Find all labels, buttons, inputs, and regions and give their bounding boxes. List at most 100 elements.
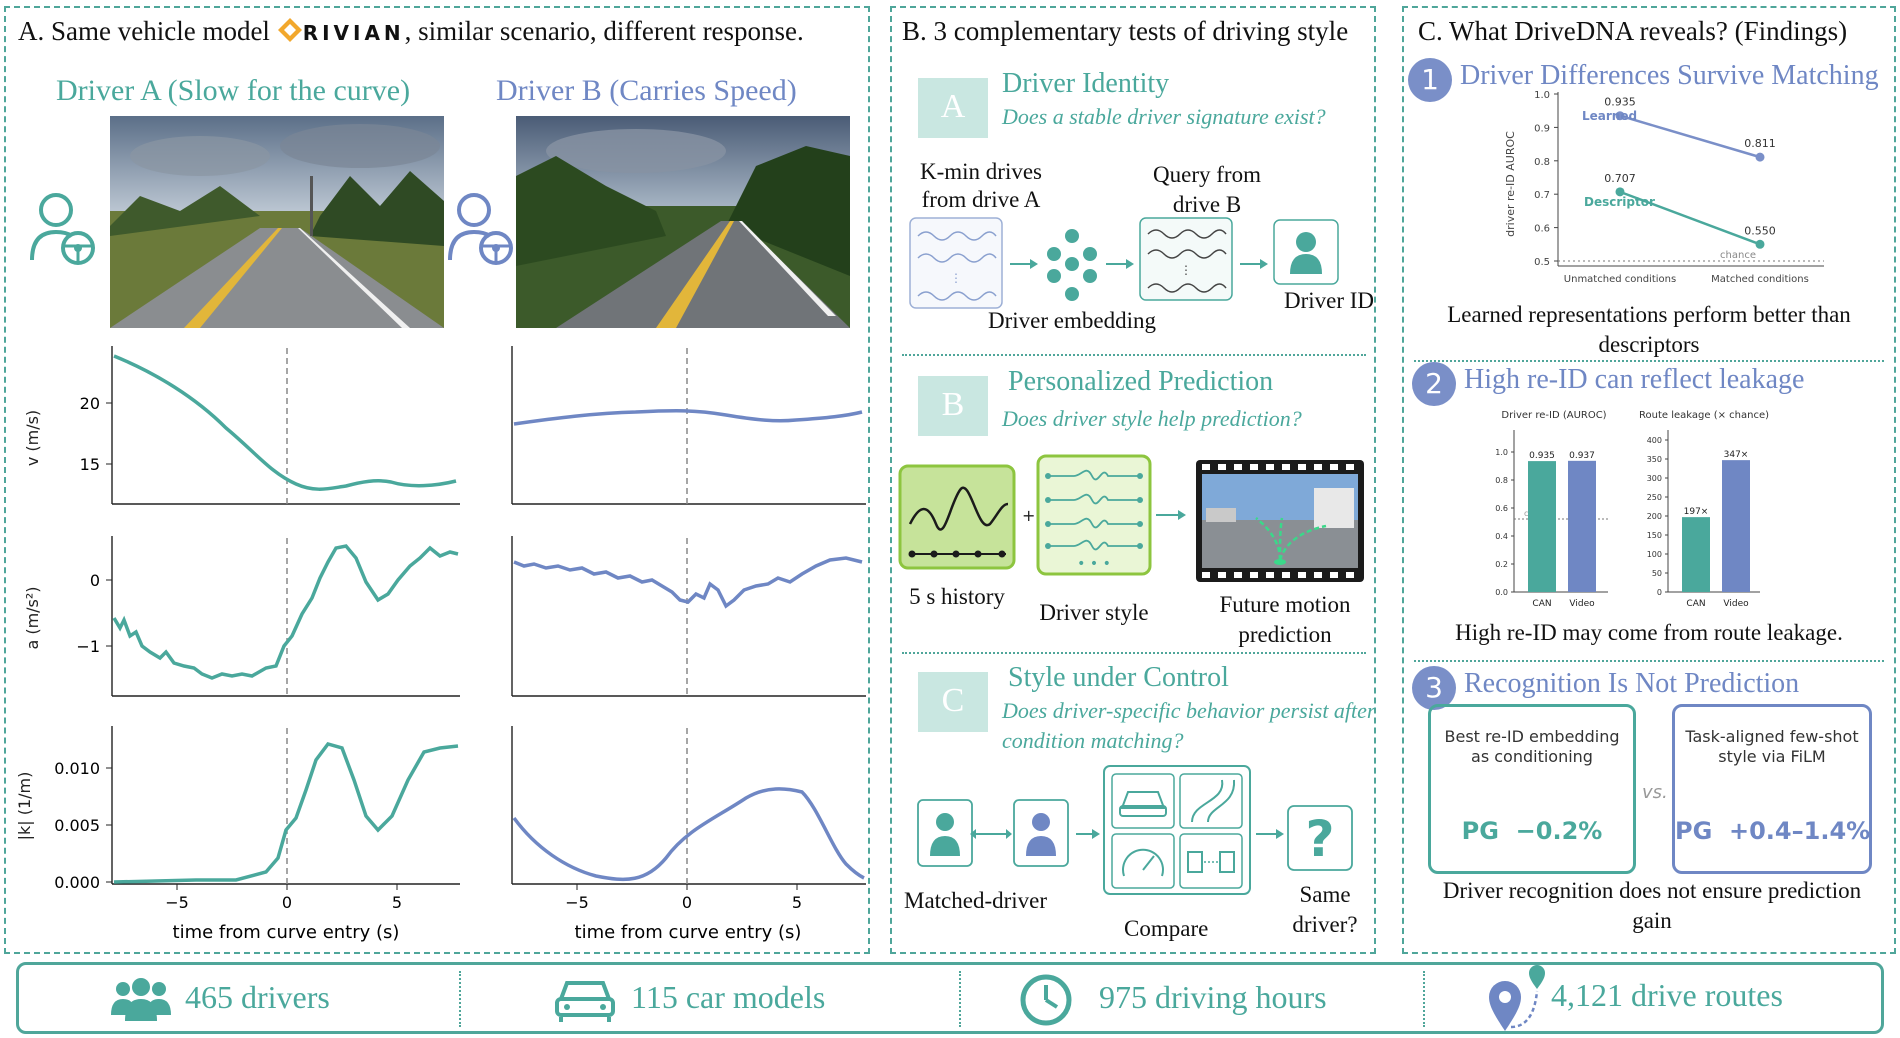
f1-ytick-label: 0.8 — [1534, 157, 1550, 168]
f1-ylabel: driver re-ID AUROC — [1504, 131, 1517, 237]
finding-3-box1-text: Best re-ID embedding as conditioning — [1444, 727, 1620, 766]
driver-style-label: Driver style — [1039, 600, 1149, 625]
k-tick-010: 0.010 — [54, 759, 100, 778]
stats-divider-1 — [459, 971, 461, 1027]
stat-drivers: 465 drivers — [185, 979, 330, 1015]
x-tick-0: 0 — [282, 893, 292, 912]
driver-a-road-photo — [110, 116, 444, 328]
driver-b-accel-svg — [511, 536, 866, 697]
k-tick-000: 0.000 — [54, 873, 100, 892]
question-mark-icon: ? — [1305, 810, 1334, 868]
f1-descriptor-label: Descriptor — [1584, 195, 1655, 209]
stats-bar: 465 drivers 115 car models 975 driving h… — [16, 962, 1884, 1034]
history-chart-box — [898, 464, 1016, 575]
kmin-drives-box — [909, 217, 1003, 309]
driver-id-label: Driver ID — [1284, 288, 1375, 313]
f2-right-ytick-label: 100 — [1647, 550, 1662, 559]
a-tick-minus1: −1 — [76, 637, 100, 656]
panel-a-title: A. Same vehicle model RIVIAN, similar sc… — [18, 16, 804, 50]
f1-learned-value: 0.935 — [1604, 96, 1636, 109]
f1-ytick-label: 0.7 — [1534, 190, 1550, 201]
v-tick-15: 15 — [80, 455, 100, 474]
matched-driver-label: Matched-driver — [904, 888, 1048, 913]
a-tick-0: 0 — [90, 571, 100, 590]
f2-left-ytick-label: 0.8 — [1495, 476, 1508, 485]
finding-2-number: 2 — [1412, 362, 1456, 406]
finding-2-caption: High re-ID may come from route leakage. — [1455, 620, 1843, 645]
f2-left-title: Driver re-ID (AUROC) — [1501, 410, 1606, 421]
driver-a-curvature-plot: |k| (1/m) 0.010 0.005 0.000 −5 0 5 time … — [15, 718, 464, 953]
x-tick-0-b: 0 — [682, 893, 692, 912]
driver-b-title: Driver B (Carries Speed) — [496, 74, 797, 107]
f2-left-ytick-label: 0.6 — [1495, 504, 1508, 513]
divider-bc — [902, 652, 1366, 654]
finding-2-title: High re-ID can reflect leakage — [1464, 364, 1805, 395]
f1-xtick-matched: Matched conditions — [1711, 274, 1809, 285]
divider-c23 — [1414, 660, 1884, 662]
v-tick-20: 20 — [80, 394, 100, 413]
driver-a-title: Driver A (Slow for the curve) — [56, 74, 411, 107]
finding-2-bar-charts: Driver re-ID (AUROC) Route leakage (× ch… — [1484, 406, 1804, 623]
divider-ab — [902, 354, 1366, 356]
svg-text:• • •: • • • — [1077, 556, 1111, 572]
finding-3-box2-text: Task-aligned few-shot style via FiLM — [1685, 727, 1859, 766]
compare-label: Compare — [1124, 916, 1209, 941]
section-c-letter-tab: C — [918, 672, 988, 732]
kmin-label: K-min drives from drive A — [919, 159, 1042, 212]
finding-3-caption: Driver recognition does not ensure predi… — [1442, 878, 1862, 933]
panel-b-title: B. 3 complementary tests of driving styl… — [902, 16, 1349, 46]
f1-yticks: 1.00.90.80.70.60.5 — [1534, 90, 1558, 268]
section-a-heading: Driver Identity — [1002, 68, 1170, 99]
driver-b-speed-plot — [426, 338, 874, 523]
car-front-icon — [553, 977, 617, 1028]
rivian-brand: RIVIAN — [302, 21, 405, 45]
f2-right-category: CAN — [1686, 599, 1705, 609]
svg-text:⋮: ⋮ — [950, 271, 962, 285]
driver-a-user-steering-icon — [28, 188, 98, 273]
f2-left-ytick-label: 1.0 — [1495, 448, 1508, 457]
finding-2-charts-svg: Driver re-ID (AUROC) Route leakage (× ch… — [1495, 410, 1769, 609]
driver-b-curvature-plot: −5 0 5 time from curve entry (s) — [426, 718, 874, 953]
f2-left-ytick-label: 0.2 — [1495, 560, 1508, 569]
x-tick-5: 5 — [392, 893, 402, 912]
driver-a-accel-plot: a (m/s²) 0 −1 — [16, 528, 464, 713]
driver-a-speed-plot: v (m/s) 20 15 — [16, 338, 464, 523]
query-label: Query from drive B — [1153, 162, 1261, 217]
f1-ytick-label: 0.9 — [1534, 123, 1550, 134]
stat-routes: 4,121 drive routes — [1551, 977, 1783, 1013]
v-axis-label: v (m/s) — [23, 410, 42, 466]
f2-left-category: CAN — [1532, 599, 1551, 609]
same-driver-label: Same driver? — [1292, 882, 1358, 937]
f2-left-bar — [1528, 461, 1556, 592]
f2-right-bar — [1722, 460, 1750, 592]
f2-right-ytick-label: 150 — [1647, 531, 1662, 540]
finding-1-title: Driver Differences Survive Matching — [1460, 60, 1879, 91]
f2-left-bar — [1568, 460, 1596, 592]
f1-descriptor-value: 0.550 — [1744, 224, 1776, 237]
x-tick-minus5: −5 — [165, 893, 189, 912]
history-label: 5 s history — [909, 584, 1005, 609]
driver-a-accel-svg: a (m/s²) 0 −1 — [23, 536, 460, 697]
f2-right-ytick-label: 250 — [1647, 493, 1662, 502]
people-group-icon — [109, 975, 173, 1028]
f2-right-bar-value: 197× — [1684, 507, 1709, 517]
divider-c12 — [1414, 360, 1884, 362]
query-drive-box — [1139, 217, 1233, 301]
k-tick-005: 0.005 — [54, 816, 100, 835]
f1-descriptor-value: 0.707 — [1604, 172, 1636, 185]
route-pin-icon — [1487, 961, 1551, 1036]
section-b-heading: Personalized Prediction — [1008, 366, 1274, 397]
future-motion-label: Future motion prediction — [1219, 592, 1351, 647]
f1-descriptor-point — [1615, 187, 1625, 197]
matched-driver-b-box — [1013, 799, 1069, 867]
panel-b: B. 3 complementary tests of driving styl… — [890, 6, 1376, 954]
section-c-heading: Style under Control — [1008, 662, 1229, 693]
f2-right-ytick-label: 400 — [1647, 436, 1662, 445]
f2-right-ytick-label: 200 — [1647, 512, 1662, 521]
f2-left-yticks: 1.0 0.8 0.6 0.4 0.2 0.0 — [1495, 448, 1514, 597]
f2-left-ytick-label: 0.0 — [1495, 588, 1508, 597]
driver-b-curvature-svg: −5 0 5 time from curve entry (s) — [511, 726, 866, 943]
f2-left-ytick-label: 0.4 — [1495, 532, 1508, 541]
